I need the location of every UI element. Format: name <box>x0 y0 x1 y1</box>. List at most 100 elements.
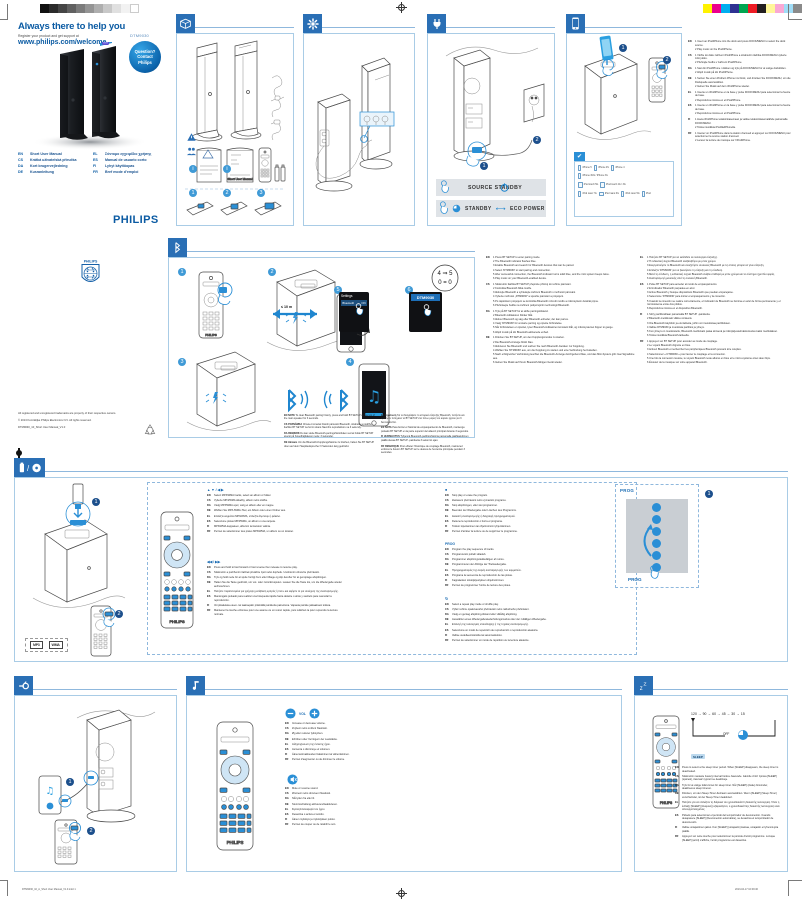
instruction-line: Manténgalo pulsado para realizar una bús… <box>214 595 332 603</box>
sleep-timer-sequence: 120 → 90 → 60 → 45 → 30 → 15 <box>691 712 745 716</box>
note-label: REMARQUE <box>384 444 400 448</box>
panel-speaker-connection <box>303 14 415 226</box>
instruction-lines: 1 Setzen Sie einen iPod/ein iPhone ins D… <box>695 77 792 89</box>
trademark-notice: All registered and unregistered trademar… <box>18 412 117 415</box>
assembly-icon <box>303 14 322 33</box>
print-file-code: DTM9030_10_A_Short User Manual_V1.0.indd… <box>22 888 76 891</box>
cover-model-number: DTM9030 <box>130 33 149 38</box>
source-standby-button-row[interactable]: SOURCE STANDBY <box>436 179 546 196</box>
press-finger-icon <box>355 303 364 316</box>
svg-text:PHILIPS: PHILIPS <box>227 840 244 845</box>
dock-phone-icon <box>566 14 585 33</box>
lang-code: FR <box>640 340 644 344</box>
standby-eco-power-button-row[interactable]: STANDBY ⟷ ECO POWER <box>436 200 546 217</box>
device-name-dtm9030[interactable]: DTM9030 <box>411 294 440 301</box>
group-glyph-navigate: ▲ ▼ / ◀ ▶ <box>207 488 224 492</box>
instruction-line: 6 Reproduzca música en el dispositivo Bl… <box>647 307 703 311</box>
instruction-line: 3 Activez Bluetooth et recherchez les pé… <box>647 348 742 352</box>
lang-code: EL <box>285 742 289 746</box>
cover-website[interactable]: www.philips.com/welcome <box>18 39 107 46</box>
instruction-row: DE 1 Setzen Sie einen iPod/ein iPhone in… <box>688 77 792 89</box>
lang-code: FR <box>445 639 449 643</box>
prog-step-1[interactable] <box>652 503 661 512</box>
instruction-line: Maintenez la touche enfoncée pour une av… <box>214 609 338 617</box>
instruction-line: 6 Afspil musik på din Bluetooth-aktivere… <box>493 330 549 334</box>
registration-dot-left <box>16 448 22 458</box>
corner-trim-mark-tr <box>788 4 802 20</box>
note-label: BEMÆRK <box>288 432 300 436</box>
sleep-loop-bracket <box>691 718 776 737</box>
instruction-lines: 1 Πατήστε BT SETUP για να εισέλθετε σε λ… <box>647 256 792 281</box>
instruction-line: Επιλέξτε κομμάτια MP3/WMA, επιλέξτε άλμπ… <box>214 514 281 518</box>
instruction-line: Zastavení přehrávání nebo vymazání progr… <box>452 499 507 503</box>
instruction-line: Προγραμματισμός της σειράς αναπαραγωγής … <box>452 568 522 572</box>
power-connection-illustration <box>445 46 545 167</box>
panel-rule <box>45 471 788 472</box>
prog-step-4[interactable] <box>652 539 661 548</box>
instruction-row: CS 1 Stisknutím tlačítka BT SETUP přepně… <box>486 283 636 308</box>
instruction-row: FI 1 Siirry pariliitostilaan painamalla … <box>640 313 792 338</box>
seq-60: 60 <box>712 712 717 716</box>
prog-step-3[interactable] <box>652 527 661 536</box>
lang-code: DA <box>207 504 211 508</box>
lang-code: DA <box>445 504 449 508</box>
instruction-line: 3 Aktiver Bluetooth og søg efter Bluetoo… <box>493 318 569 322</box>
instruction-line: 2 Reproduzca música en el iPod/iPhone. <box>695 112 742 116</box>
seq-arrow-icon: → <box>707 712 712 716</box>
device-entry: iPod nano 5G <box>620 190 640 197</box>
instruction-line: Σίγαση/επαναφορά του ήχου. <box>292 807 326 811</box>
instruction-line: Tryk for at vælge tidsrummet for sleep t… <box>682 783 768 791</box>
wma-format-chip: WMA <box>48 641 63 649</box>
svg-text:PHILIPS: PHILIPS <box>169 619 185 624</box>
step-badge-1: 1 <box>178 268 186 276</box>
instruction-lines: 1 Tryk på BT SETUP for at skifte parring… <box>493 310 636 335</box>
volume-plus-icon[interactable] <box>309 708 320 719</box>
instruction-line: 3 Aktivujte Bluetooth a vyhledejte zaříz… <box>493 291 576 295</box>
dock-illustration <box>576 35 668 140</box>
sleep-button-chip[interactable]: SLEEP <box>691 754 705 760</box>
lang-name: Σύντομο εγχειρίδιο χρήσης <box>105 152 152 156</box>
lang-code: EL <box>445 514 449 518</box>
instruction-line: Auswählen eines Wiedergabewiederholungsm… <box>452 618 547 622</box>
prog-step-2[interactable] <box>652 515 661 524</box>
instruction-line: 1 Inserte un iPod/iPhone en la base y pu… <box>695 90 791 98</box>
lang-code: EN <box>675 766 679 769</box>
vol-label: VOL <box>299 711 306 716</box>
bluetooth-toggle-row[interactable]: Bluetooth ON <box>341 300 367 306</box>
panel-body: ♫ <box>14 695 177 872</box>
panel-body <box>303 33 415 226</box>
instruction-line: 1 Inserte un iPod/iPhone en la base y pu… <box>695 104 791 112</box>
instruction-line: Seleccione pistas MP3/WMA, un álbum o un… <box>214 519 276 523</box>
prog-step-5[interactable] <box>652 551 661 560</box>
lang-code: DA <box>688 67 692 71</box>
print-timestamp: 2013-04-17 10:09:46 <box>735 888 758 891</box>
lang-code: DE <box>18 170 23 175</box>
mute-icon[interactable] <box>287 774 298 785</box>
lang-code: FR <box>445 530 449 534</box>
svg-text:0 = 0: 0 = 0 <box>438 280 452 286</box>
press-finger-icon <box>440 201 449 214</box>
device-label: iPhone 3GS / iPhone 3G <box>582 175 608 178</box>
lang-code: EN <box>486 256 490 259</box>
lang-name: Short User Manual <box>30 152 62 156</box>
prog-step-6[interactable] <box>652 563 661 572</box>
instruction-line: 5 Μετά τη σύνδεση, η ενδεικτική λυχνία B… <box>647 272 775 276</box>
volume-minus-icon[interactable] <box>285 708 296 719</box>
dock-instructions: EN 1 Insert an iPod/iPhone into the dock… <box>688 40 792 145</box>
instruction-line: 2 Reproduzca música en el iPod/iPhone. <box>695 98 742 102</box>
instruction-line: Increase or decrease volume. <box>292 722 326 725</box>
instruction-line: Permet de couper ou de rétablir le son. <box>292 823 337 827</box>
